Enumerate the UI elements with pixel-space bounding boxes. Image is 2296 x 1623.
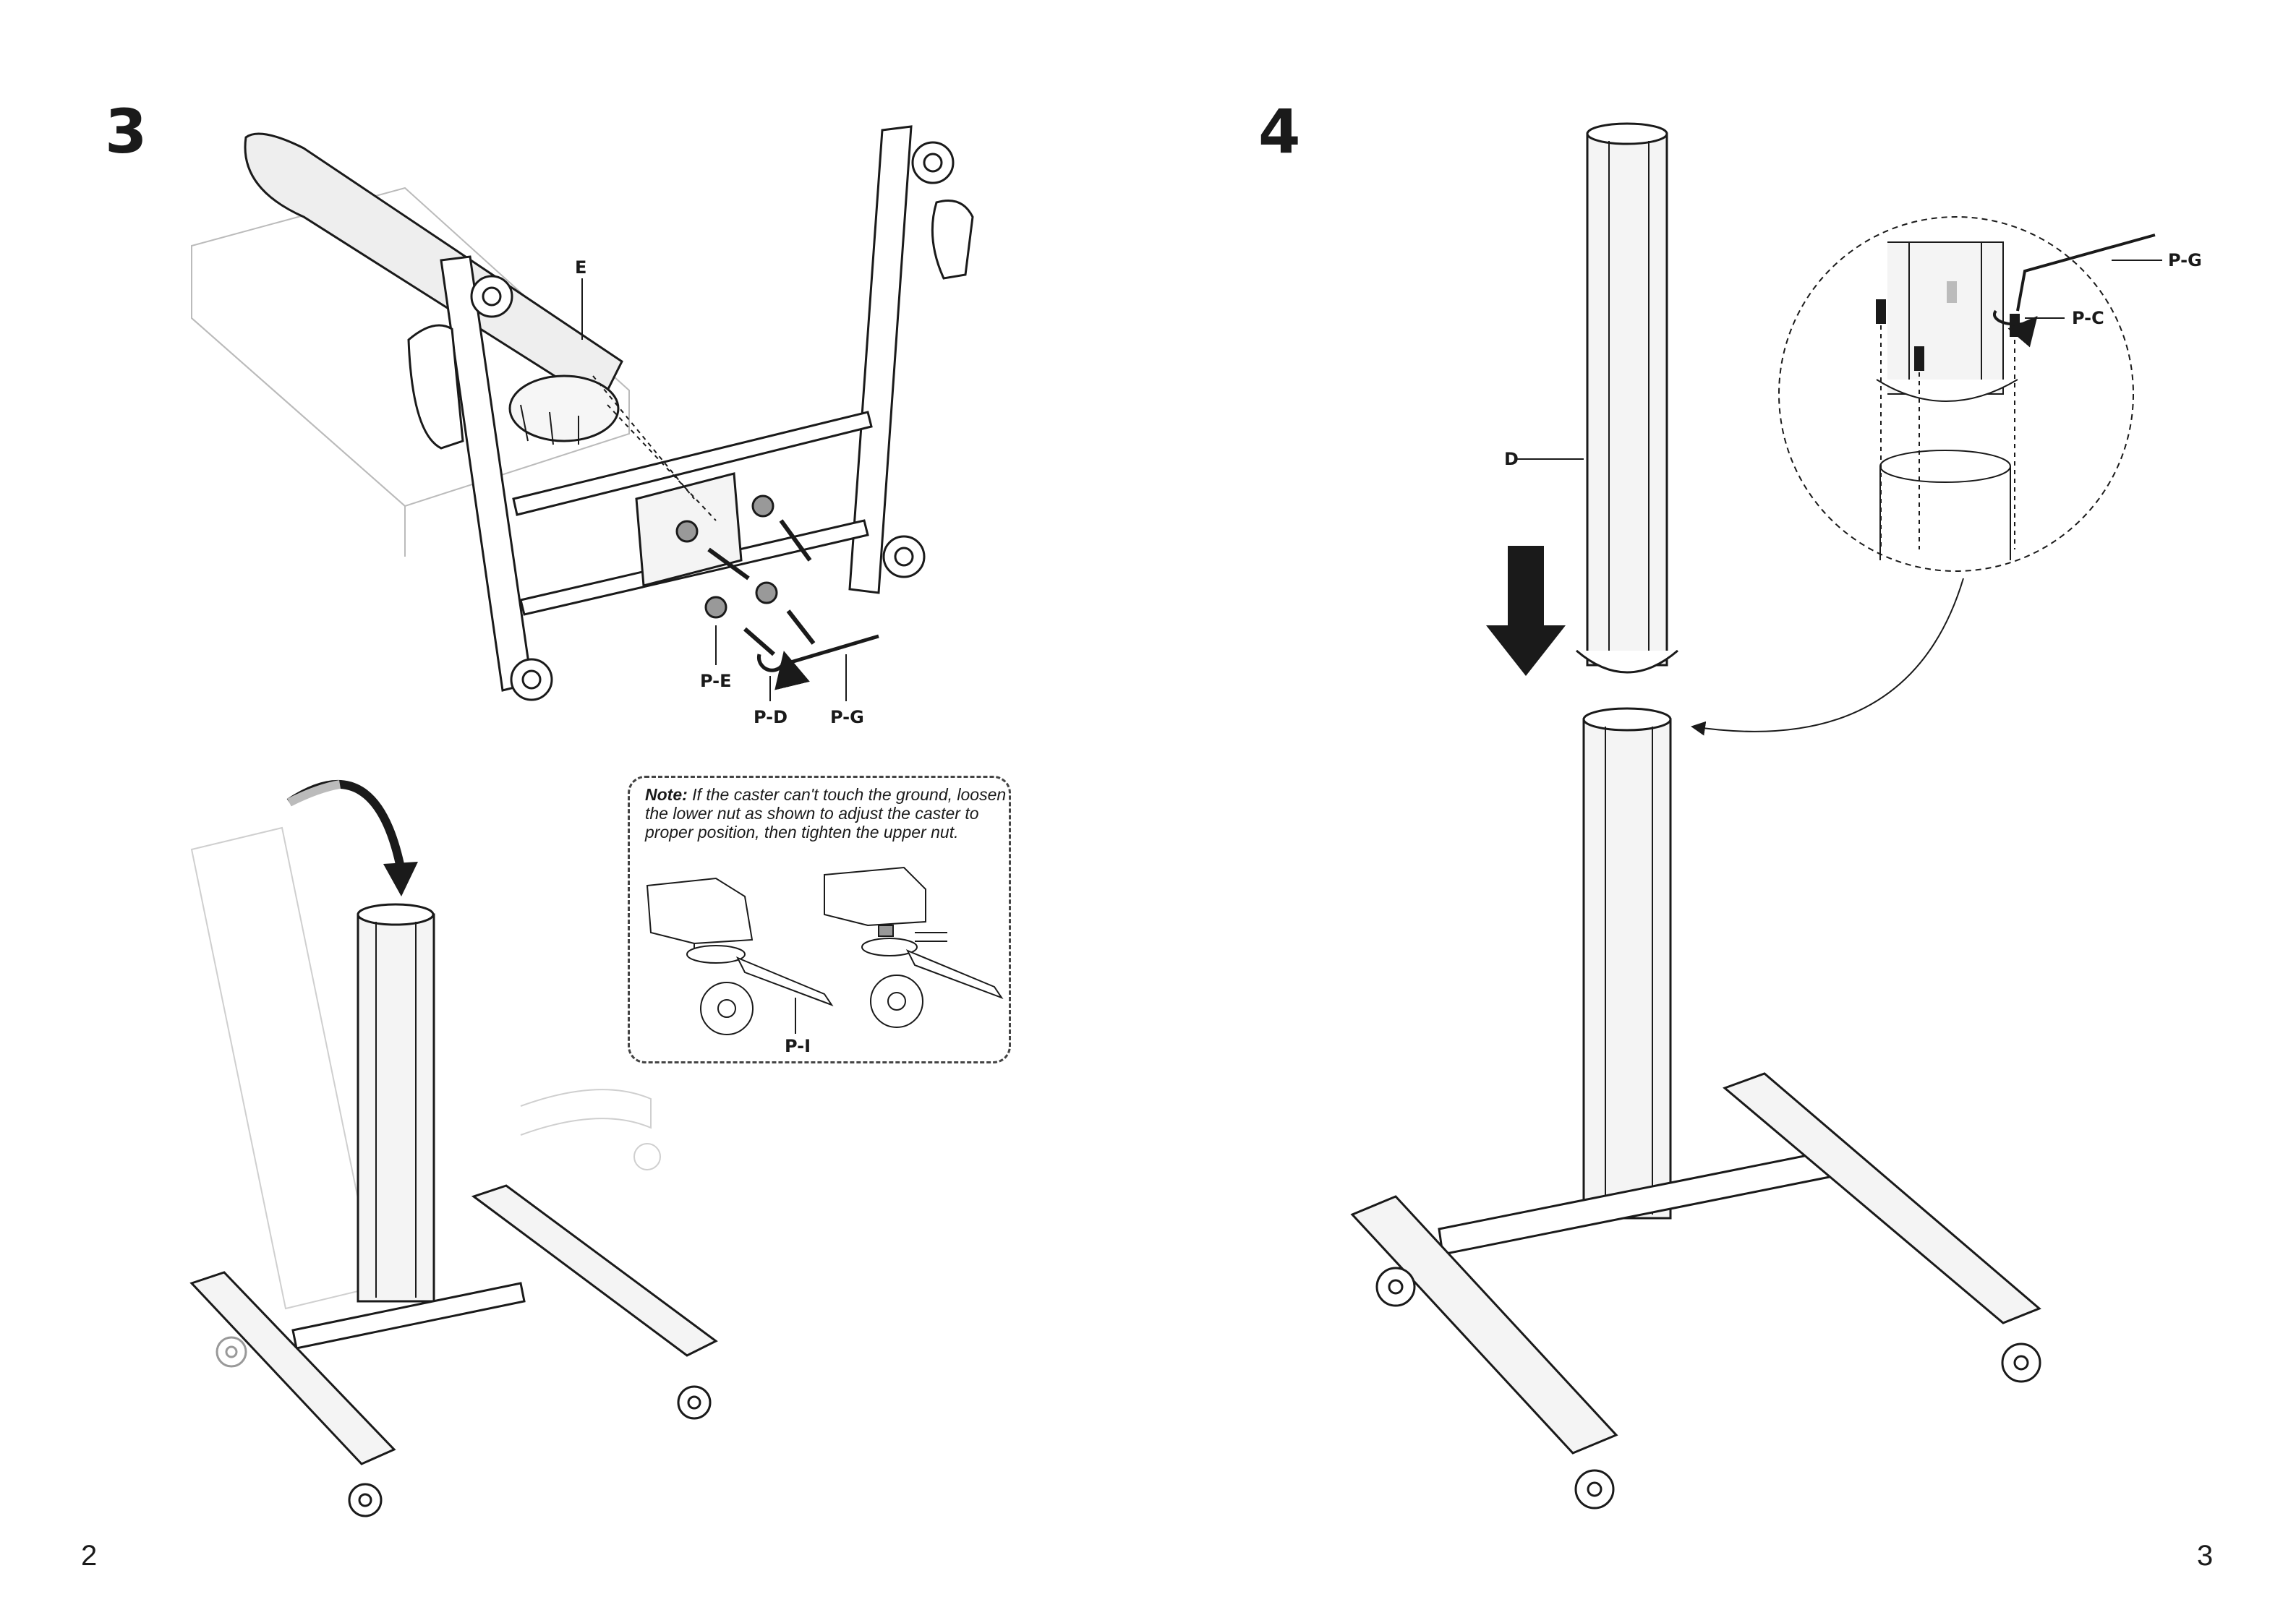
note-text: Note: If the caster can't touch the grou…: [645, 785, 1007, 842]
note-prefix: Note:: [645, 785, 688, 804]
detail-pointer-arrow-icon: [1692, 578, 1963, 732]
label-P-D: P-D: [754, 707, 788, 727]
rotate-arrow-icon: [759, 654, 785, 670]
label-E: E: [575, 257, 586, 278]
label-P-C: P-C: [2072, 308, 2104, 328]
note-body: If the caster can't touch the ground, lo…: [645, 785, 1006, 842]
label-P-E: P-E: [700, 671, 732, 691]
detail-zoom-circle: [1779, 217, 2162, 571]
down-arrow-icon: [1486, 546, 1566, 676]
label-P-G-right: P-G: [2168, 250, 2202, 270]
label-P-G-left: P-G: [830, 707, 864, 727]
label-D: D: [1504, 449, 1519, 469]
step3-frame-assembly: [192, 127, 973, 701]
rotate-arrowhead-icon: [383, 862, 418, 896]
